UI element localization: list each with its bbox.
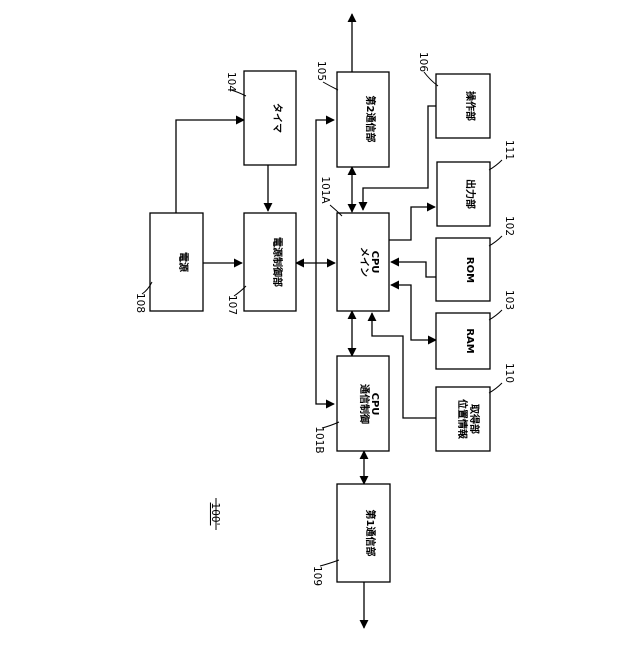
ref-111: 111	[503, 140, 515, 160]
wire-maincpu-output	[389, 207, 435, 240]
main-cpu-label: メイン	[358, 247, 370, 277]
ram-label: RAM	[464, 328, 475, 353]
ref-102: 102	[503, 216, 515, 236]
main-cpu-label2: CPU	[369, 251, 380, 274]
leader-101A	[330, 205, 342, 216]
timer-block: タイマ	[244, 71, 296, 165]
output-label: 出力部	[464, 179, 477, 209]
rom-label: ROM	[464, 257, 475, 283]
ref-101A: 101A	[319, 176, 331, 204]
comm2-block: 第2通信部	[337, 72, 389, 167]
ref-107: 107	[226, 295, 238, 315]
wire-power-timer	[176, 120, 244, 213]
connections	[176, 14, 436, 628]
comm-control-cpu-label2: CPU	[369, 393, 380, 416]
power-control-label: 電源制御部	[271, 237, 284, 287]
output-block: 出力部	[437, 162, 490, 226]
comm2-label: 第2通信部	[364, 96, 377, 143]
comm1-label: 第1通信部	[364, 510, 377, 557]
power-block: 電源	[150, 213, 203, 311]
ref-105: 105	[315, 61, 327, 81]
main-cpu-block: メイン CPU	[337, 213, 389, 311]
ref-110: 110	[503, 363, 515, 383]
leader-110	[489, 383, 502, 393]
operation-label: 操作部	[464, 91, 477, 121]
wire-rom-maincpu	[391, 262, 436, 277]
comm-control-cpu-block: 通信制御 CPU	[337, 356, 389, 451]
ref-104: 104	[225, 72, 237, 92]
rom-block: ROM	[436, 238, 490, 301]
ram-block: RAM	[436, 313, 490, 369]
ref-101B: 101B	[313, 426, 325, 453]
power-label: 電源	[177, 252, 190, 272]
position-block: 位置情報 取得部	[436, 387, 490, 451]
ref-106: 106	[417, 52, 429, 72]
timer-label: タイマ	[271, 103, 283, 133]
power-control-block: 電源制御部	[244, 213, 296, 311]
position-label: 位置情報	[456, 399, 469, 440]
leader-109	[320, 560, 339, 566]
comm1-block: 第1通信部	[337, 484, 390, 582]
figure-ref: 100'	[209, 503, 221, 526]
leader-103	[489, 310, 502, 320]
leader-105	[323, 82, 338, 90]
wire-bus-commctrl	[316, 263, 334, 404]
ref-103: 103	[503, 290, 515, 310]
operation-block: 操作部	[436, 74, 490, 138]
wire-ram-maincpu	[391, 285, 436, 340]
leader-111	[489, 160, 502, 170]
ref-109: 109	[311, 566, 323, 586]
leader-102	[489, 236, 502, 246]
ref-108: 108	[134, 293, 146, 313]
position-label2: 取得部	[468, 404, 481, 434]
